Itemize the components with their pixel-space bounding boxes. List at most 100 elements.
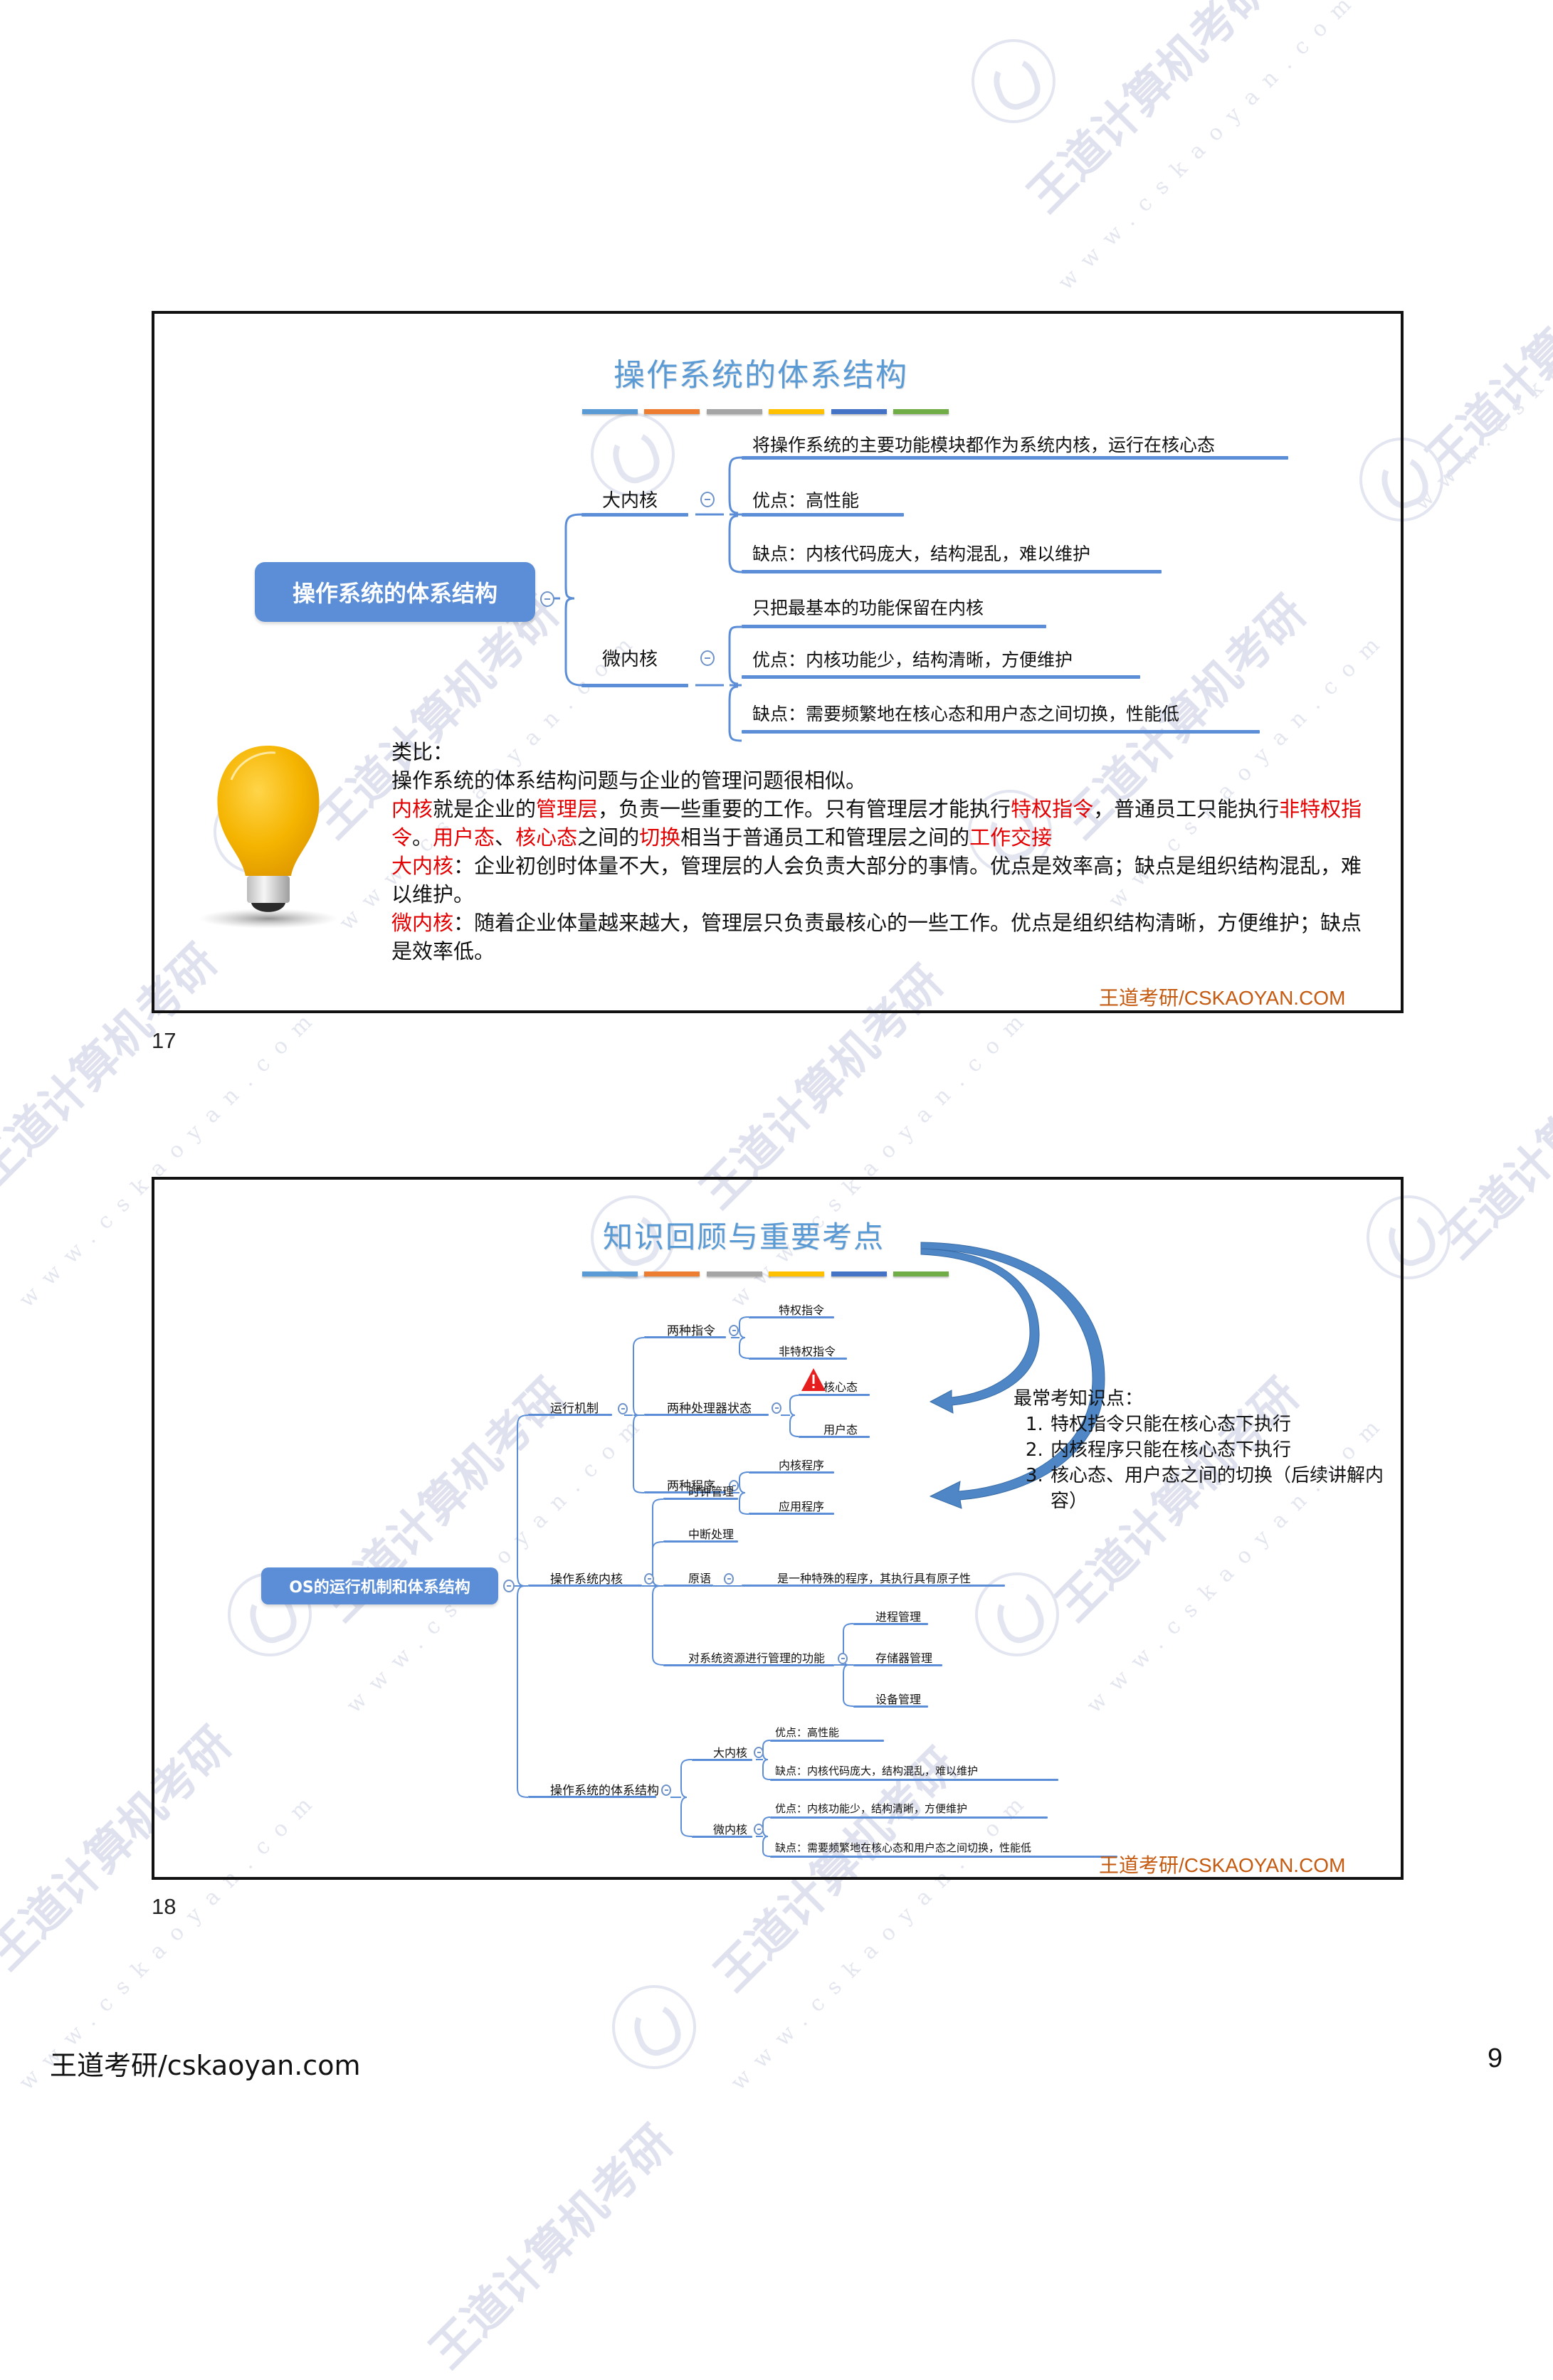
leaf-node: 优点：内核功能少，结构清晰，方便维护 (752, 650, 1073, 670)
highlight: 微内核 (391, 911, 454, 935)
branch-underline (644, 1491, 726, 1493)
branch-underline (644, 1336, 726, 1338)
leaf-node: 时钟管理 (688, 1485, 735, 1498)
analogy-paragraph-micro: 微内核：随着企业体量越来越大，管理层只负责最核心的一些工作。优点是组织结构清晰，… (391, 909, 1367, 966)
leaf-node: 设备管理 (875, 1693, 922, 1706)
analogy-paragraph-kernel: 内核就是企业的管理层，负责一些重要的工作。只有管理层才能执行特权指令，普通员工只… (391, 795, 1367, 852)
leaf-node: 缺点：需要频繁地在核心态和用户态之间切换，性能低 (752, 704, 1180, 724)
slide-number: 17 (152, 1028, 177, 1053)
key-point-item: 核心态、用户态之间的切换（后续讲解内容） (1049, 1463, 1384, 1514)
mindmap-root-node[interactable]: 操作系统的体系结构 (255, 562, 535, 622)
highlight: 工作交接 (969, 825, 1053, 850)
branch-label: 操作系统内核 (550, 1572, 623, 1587)
color-bar-darkblue (831, 1271, 887, 1276)
highlight: 用户态 (433, 825, 495, 850)
sub-branch-label: 大内核 (713, 1746, 748, 1760)
slide-18: 知识回顾与重要考点 (152, 1177, 1404, 1880)
leaf-node: 缺点：内核代码庞大，结构混乱，难以维护 (752, 544, 1091, 564)
key-point-item: 特权指令只能在核心态下执行 (1049, 1412, 1384, 1437)
branch-underline (528, 1585, 642, 1587)
collapse-toggle-icon[interactable] (754, 1824, 764, 1835)
text: 、 (495, 825, 516, 850)
color-bar-darkblue (831, 409, 887, 414)
leaf-underline (749, 1316, 834, 1318)
footer-site-link[interactable]: 王道考研/cskaoyan.com (50, 2050, 361, 2081)
analogy-text-block: 类比： 操作系统的体系结构问题与企业的管理问题很相似。 内核就是企业的管理层，负… (391, 738, 1402, 966)
leaf-node: 是一种特殊的程序，其执行具有原子性 (777, 1572, 972, 1585)
leaf-underline (799, 1436, 870, 1438)
collapse-toggle-icon[interactable] (729, 1325, 739, 1336)
key-points-heading: 最常考知识点： (1014, 1388, 1144, 1410)
analogy-heading: 类比： (391, 740, 454, 764)
leaf-underline (742, 570, 1162, 573)
leaf-underline (799, 1394, 870, 1396)
highlight: 内核 (391, 797, 433, 821)
watermark-text: 王道计算机考研 (1416, 223, 1553, 486)
leaf-node: 优点：内核功能少，结构清晰，方便维护 (775, 1802, 968, 1815)
leaf-node: 缺点：需要频繁地在核心态和用户态之间切换，性能低 (775, 1841, 1032, 1854)
highlight: 核心态 (515, 825, 578, 850)
leaf-underline (853, 1623, 928, 1625)
leaf-node: 只把最基本的功能保留在内核 (752, 598, 984, 618)
collapse-toggle-icon[interactable] (700, 492, 715, 507)
leaf-underline (749, 1471, 834, 1474)
mindmap-connectors (545, 456, 742, 742)
leaf-node: 应用程序 (779, 1500, 825, 1513)
mindmap-root-node[interactable]: OS的运行机制和体系结构 (261, 1567, 498, 1604)
text: ：随着企业体量越来越大，管理层只负责最核心的一些工作。优点是组织结构清晰，方便维… (391, 911, 1362, 963)
leaf-underline (749, 1358, 847, 1360)
leaf-node: 内核程序 (779, 1459, 825, 1472)
collapse-toggle-icon[interactable] (700, 650, 715, 666)
leaf-underline (742, 1585, 1005, 1587)
slide-title: 操作系统的体系结构 (614, 357, 908, 393)
leaf-underline (770, 1779, 1058, 1781)
text: ，普通员工只能执行 (1093, 797, 1280, 821)
highlight: 切换 (639, 825, 681, 850)
slide-17: 操作系统的体系结构 操作系统的体系结构 大内核 将操作系统的主要功能模块都 (152, 311, 1404, 1013)
leaf-underline (742, 730, 1260, 734)
leaf-underline (853, 1705, 928, 1708)
collapse-toggle-icon[interactable] (772, 1402, 781, 1414)
branch-label-microkernel: 微内核 (602, 649, 658, 670)
leaf-node: 存储器管理 (875, 1651, 933, 1665)
collapse-toggle-icon[interactable] (724, 1573, 734, 1585)
color-bar-green (893, 1271, 949, 1276)
highlight: 非特权指令 (391, 797, 1362, 850)
lightbulb-icon (197, 737, 339, 936)
collapse-toggle-icon[interactable] (838, 1653, 848, 1664)
color-bar-green (893, 409, 949, 414)
key-points-list: 特权指令只能在核心态下执行 内核程序只能在核心态下执行 核心态、用户态之间的切换… (1014, 1412, 1384, 1514)
text: 。 (412, 825, 433, 850)
branch-underline (528, 1796, 656, 1798)
text: 相当于普通员工和管理层之间的 (680, 825, 970, 850)
leaf-node: 核心态 (823, 1380, 858, 1394)
collapse-toggle-icon[interactable] (503, 1580, 515, 1592)
leaf-underline (663, 1664, 834, 1666)
branch-label: 操作系统的体系结构 (550, 1784, 659, 1798)
leaf-underline (663, 1498, 738, 1500)
collapse-toggle-icon[interactable] (754, 1747, 764, 1758)
color-bar-yellow (769, 409, 824, 414)
branch-underline (692, 1836, 752, 1838)
sub-branch-label: 两种处理器状态 (667, 1402, 752, 1416)
collapse-toggle-icon[interactable] (644, 1573, 654, 1585)
leaf-node: 特权指令 (779, 1303, 825, 1317)
warning-triangle-icon (801, 1368, 826, 1392)
leaf-underline (770, 1816, 1048, 1819)
collapse-toggle-icon[interactable] (618, 1403, 628, 1414)
highlight: 管理层 (536, 797, 599, 821)
root-node-label: OS的运行机制和体系结构 (289, 1579, 470, 1597)
collapse-toggle-icon[interactable] (729, 1480, 739, 1491)
leaf-underline (742, 675, 1140, 679)
collapse-toggle-icon[interactable] (540, 591, 554, 607)
color-bar-gray (707, 409, 762, 414)
color-bar-gray (707, 1271, 762, 1276)
leaf-underline (770, 1856, 1117, 1858)
collapse-toggle-icon[interactable] (661, 1784, 671, 1796)
text: ，负责一些重要的工作。只有管理层才能执行 (598, 797, 1011, 821)
watermark-text: 王道计算机考研 (1018, 0, 1281, 223)
slide-number: 18 (152, 1894, 177, 1919)
leaf-node: 对系统资源进行管理的功能 (688, 1651, 826, 1665)
highlight: 大内核 (391, 854, 454, 878)
leaf-node: 用户态 (823, 1423, 858, 1437)
